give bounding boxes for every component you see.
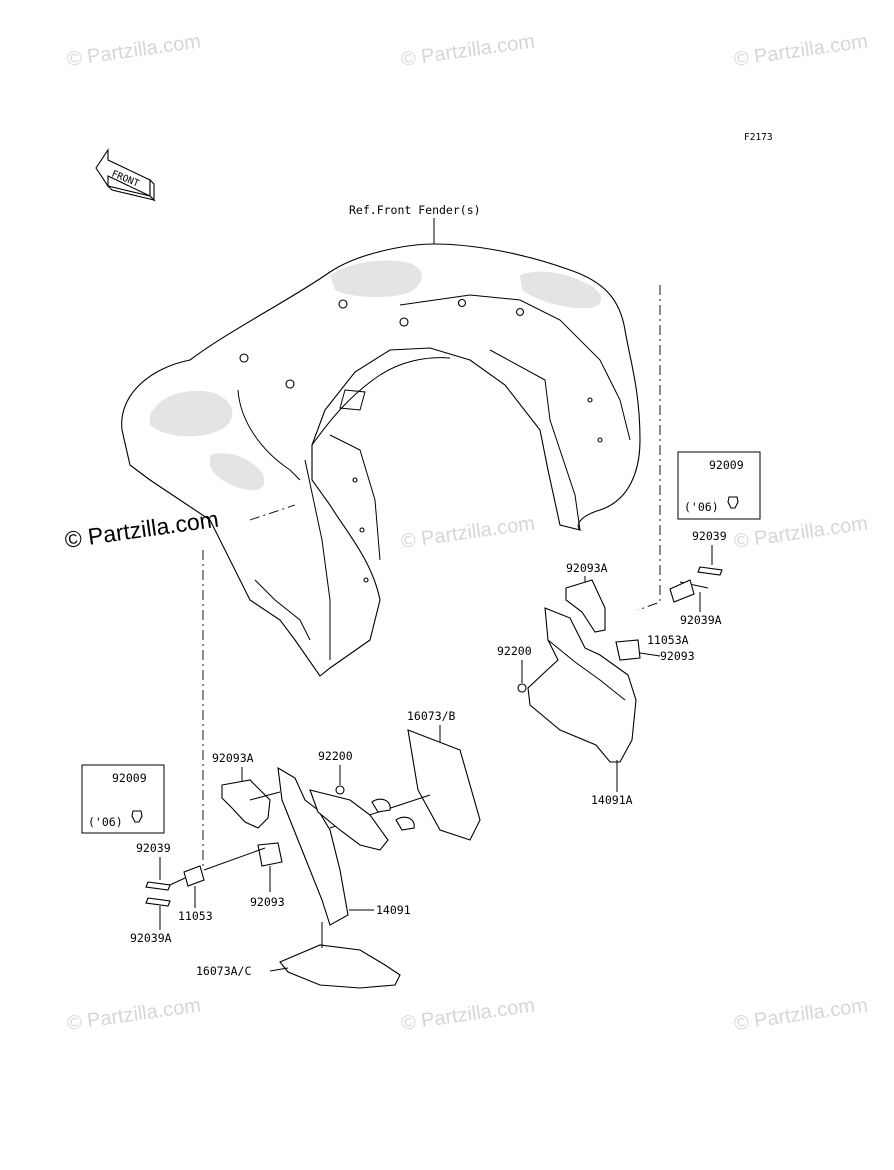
label-92039-left: 92039 xyxy=(136,841,171,855)
watermark-mid-right: © Partzilla.com xyxy=(733,512,870,553)
label-11053: 11053 xyxy=(178,909,213,923)
label-92200-right: 92200 xyxy=(497,644,532,658)
front-fender-body xyxy=(121,243,641,677)
label-92093a-left: 92093A xyxy=(212,751,254,765)
label-14091a: 14091A xyxy=(591,793,633,807)
label-92093a-right: 92093A xyxy=(566,561,608,575)
pad-92093a-left xyxy=(221,779,271,829)
label-06-left: ('06) xyxy=(88,815,123,829)
centerline-right xyxy=(637,285,661,611)
watermark-mid-center: © Partzilla.com xyxy=(400,512,537,553)
watermark-top-left: © Partzilla.com xyxy=(66,30,203,71)
label-16073ac: 16073A/C xyxy=(196,964,251,978)
cover-16073b xyxy=(407,729,481,841)
grommet-92200-left xyxy=(335,785,345,795)
clip-92039-right xyxy=(697,566,723,576)
bracket-11053a xyxy=(669,579,695,603)
label-92009-left: 92009 xyxy=(112,771,147,785)
label-14091: 14091 xyxy=(376,903,411,917)
label-92200-left: 92200 xyxy=(318,749,353,763)
bracket-11053 xyxy=(183,865,205,887)
diagram-code: F2173 xyxy=(744,132,773,143)
watermark-top-right: © Partzilla.com xyxy=(733,30,870,71)
mud-flap-14091a xyxy=(527,607,637,763)
pad-92093a-right xyxy=(565,579,606,633)
watermark-top-center: © Partzilla.com xyxy=(400,30,537,71)
front-arrow-icon: FRONT xyxy=(95,148,156,202)
mud-flap-14091 xyxy=(277,766,349,926)
label-92039a-left: 92039A xyxy=(130,931,172,945)
label-92039a-right: 92039A xyxy=(680,613,722,627)
watermark-bottom-center: © Partzilla.com xyxy=(400,994,537,1035)
watermark-prominent: © Partzilla.com xyxy=(63,506,220,553)
label-92093-right: 92093 xyxy=(660,649,695,663)
detail-box-left: 92009 ('06) xyxy=(81,764,165,834)
clip-92039-left xyxy=(145,881,171,891)
label-92039-right: 92039 xyxy=(692,529,727,543)
detail-box-right: 92009 ('06) xyxy=(677,451,761,520)
pad-92093-left xyxy=(257,842,283,867)
grommet-92200-right xyxy=(517,683,527,693)
cover-16073ac xyxy=(279,944,401,989)
label-92009-right: 92009 xyxy=(709,458,744,472)
pad-92093-right xyxy=(615,639,641,661)
watermark-bottom-left: © Partzilla.com xyxy=(66,994,203,1035)
reference-label: Ref.Front Fender(s) xyxy=(349,203,481,217)
label-06-right: ('06) xyxy=(684,500,719,514)
label-11053a: 11053A xyxy=(647,633,689,647)
label-16073b: 16073/B xyxy=(407,709,456,723)
label-92093-left: 92093 xyxy=(250,895,285,909)
watermark-bottom-right: © Partzilla.com xyxy=(733,994,870,1035)
